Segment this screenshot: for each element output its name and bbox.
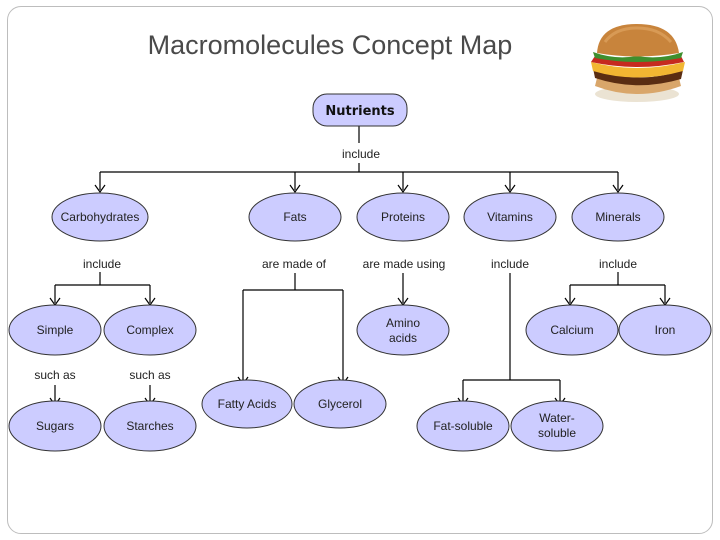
node-starches-label: Starches: [126, 419, 173, 433]
node-water-soluble-label-line2: soluble: [538, 426, 576, 440]
node-glycerol[interactable]: [293, 379, 387, 429]
node-fatty-acids[interactable]: [201, 379, 293, 429]
node-fat-soluble[interactable]: [416, 400, 510, 452]
arrowhead: [94, 184, 106, 194]
link-label: include: [342, 147, 380, 161]
node-iron[interactable]: [618, 304, 712, 356]
node-carbohydrates-label: Carbohydrates: [61, 210, 140, 224]
node-calcium-label: Calcium: [550, 323, 593, 337]
arrowhead: [612, 184, 624, 194]
node-fatty-acids-label: Fatty Acids: [218, 397, 277, 411]
arrowhead: [289, 184, 301, 194]
link-label: such as: [129, 368, 170, 382]
node-iron-label: Iron: [655, 323, 676, 337]
node-complex[interactable]: [103, 304, 197, 356]
node-water-soluble-label-line1: Water-: [539, 411, 575, 425]
arrowhead: [504, 184, 516, 194]
link-label: are made of: [262, 257, 327, 271]
node-simple-label: Simple: [37, 323, 74, 337]
link-label: are made using: [363, 257, 446, 271]
node-fat-soluble-label: Fat-soluble: [433, 419, 493, 433]
node-minerals[interactable]: [571, 192, 665, 242]
node-nutrients[interactable]: [312, 93, 408, 127]
node-water-soluble[interactable]: [510, 400, 604, 452]
node-fats-label: Fats: [283, 210, 306, 224]
node-calcium[interactable]: [525, 304, 619, 356]
node-carbohydrates[interactable]: [51, 192, 149, 242]
node-glycerol-label: Glycerol: [318, 397, 362, 411]
node-nutrients-label: Nutrients: [325, 104, 395, 119]
page-title: Macromolecules Concept Map: [147, 30, 513, 60]
slide-frame: [7, 6, 713, 534]
node-starches[interactable]: [103, 400, 197, 452]
arrowhead: [397, 184, 409, 194]
node-vitamins-label: Vitamins: [487, 210, 533, 224]
node-amino-acids-label-line1: Amino: [386, 316, 420, 330]
node-sugars-label: Sugars: [36, 419, 74, 433]
node-amino-acids[interactable]: [356, 304, 450, 356]
node-vitamins[interactable]: [463, 192, 557, 242]
node-proteins[interactable]: [356, 192, 450, 242]
link-label: such as: [34, 368, 75, 382]
hamburger-image: [591, 24, 685, 102]
node-minerals-label: Minerals: [595, 210, 640, 224]
node-fats[interactable]: [248, 192, 342, 242]
link-label: include: [599, 257, 637, 271]
node-complex-label: Complex: [126, 323, 173, 337]
node-simple[interactable]: [8, 304, 102, 356]
link-label: include: [83, 257, 121, 271]
link-label: include: [491, 257, 529, 271]
node-proteins-label: Proteins: [381, 210, 425, 224]
node-sugars[interactable]: [8, 400, 102, 452]
node-amino-acids-label-line2: acids: [389, 331, 417, 345]
